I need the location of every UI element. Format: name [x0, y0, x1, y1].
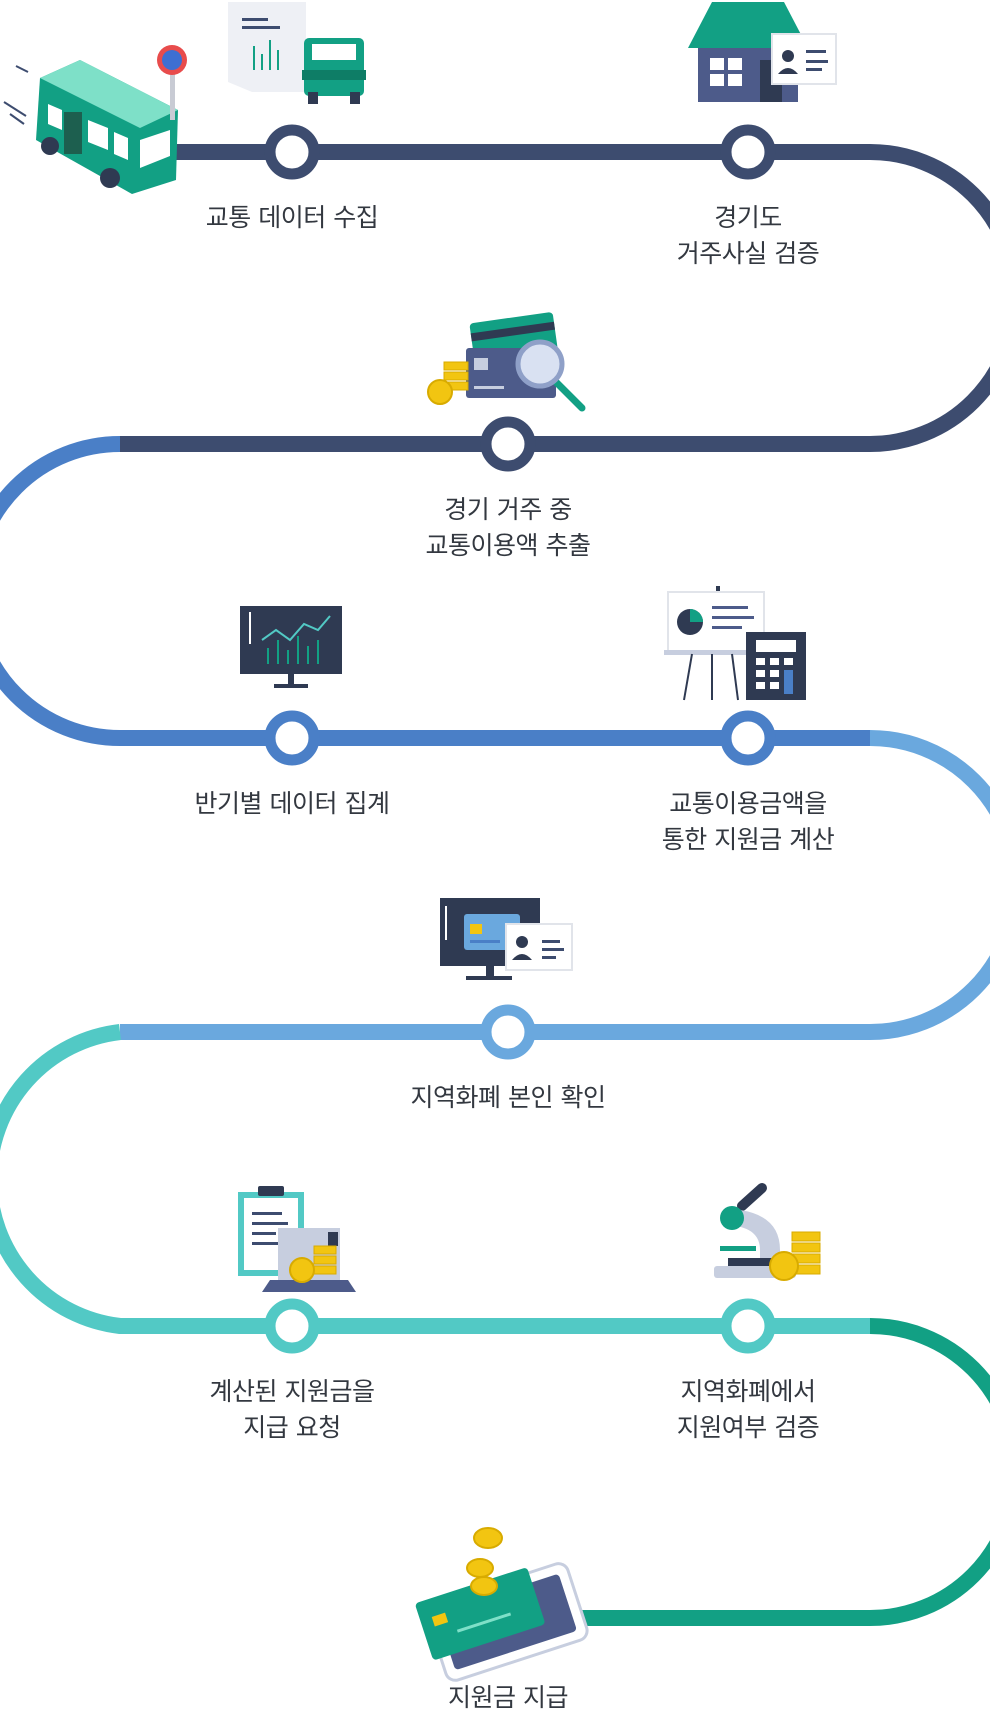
step-label-line: 통한 지원금 계산	[661, 825, 835, 854]
step-label-2: 경기도 거주사실 검증	[598, 200, 898, 272]
flow-path-segment-1	[120, 144, 990, 452]
step-node-1	[264, 124, 320, 180]
microscope-coins-icon	[714, 1183, 821, 1281]
step-label-line: 반기별 데이터 집계	[194, 789, 390, 818]
step-label-line: 지급 요청	[243, 1413, 341, 1442]
step-label-line: 거주사실 검증	[676, 239, 820, 268]
phone-card-coins-icon	[415, 1527, 589, 1682]
flow-path-segment-5	[560, 1318, 990, 1626]
step-node-3	[480, 416, 536, 472]
step-label-1: 교통 데이터 수집	[142, 200, 442, 236]
step-node-2	[720, 124, 776, 180]
bus-and-truck-report-icon	[3, 2, 366, 194]
step-label-line: 경기 거주 중	[444, 495, 572, 524]
clipboard-coins-icon	[238, 1186, 356, 1292]
card-magnifier-icon	[427, 312, 586, 412]
monitor-id-card-icon	[440, 898, 573, 980]
step-label-5: 교통이용금액을 통한 지원금 계산	[598, 786, 898, 858]
step-node-8	[720, 1298, 776, 1354]
step-label-6: 지역화폐 본인 확인	[358, 1080, 658, 1116]
step-label-line: 경기도	[714, 203, 782, 232]
step-label-line: 지원금 지급	[448, 1683, 568, 1712]
flow-path-segment-3	[120, 730, 990, 1040]
flow-path-segment-2	[0, 436, 870, 746]
step-label-9: 지원금 지급	[358, 1680, 658, 1716]
step-node-7	[264, 1298, 320, 1354]
presentation-calculator-icon	[664, 586, 806, 701]
step-node-4	[264, 710, 320, 766]
house-id-card-icon	[688, 2, 837, 102]
step-label-line: 계산된 지원금을	[209, 1377, 375, 1406]
step-label-line: 지역화폐 본인 확인	[410, 1083, 606, 1112]
step-label-8: 지역화폐에서 지원여부 검증	[598, 1374, 898, 1446]
step-label-3: 경기 거주 중 교통이용액 추출	[358, 492, 658, 564]
step-label-4: 반기별 데이터 집계	[142, 786, 442, 822]
step-node-5	[720, 710, 776, 766]
flow-path-segment-4	[0, 1024, 870, 1334]
step-label-line: 교통이용금액을	[669, 789, 827, 818]
step-label-line: 교통 데이터 수집	[205, 203, 379, 232]
step-node-6	[480, 1004, 536, 1060]
step-label-line: 교통이용액 추출	[425, 531, 591, 560]
step-label-line: 지원여부 검증	[676, 1413, 820, 1442]
step-label-7: 계산된 지원금을 지급 요청	[142, 1374, 442, 1446]
monitor-chart-icon	[240, 606, 342, 688]
step-label-line: 지역화폐에서	[680, 1377, 816, 1406]
